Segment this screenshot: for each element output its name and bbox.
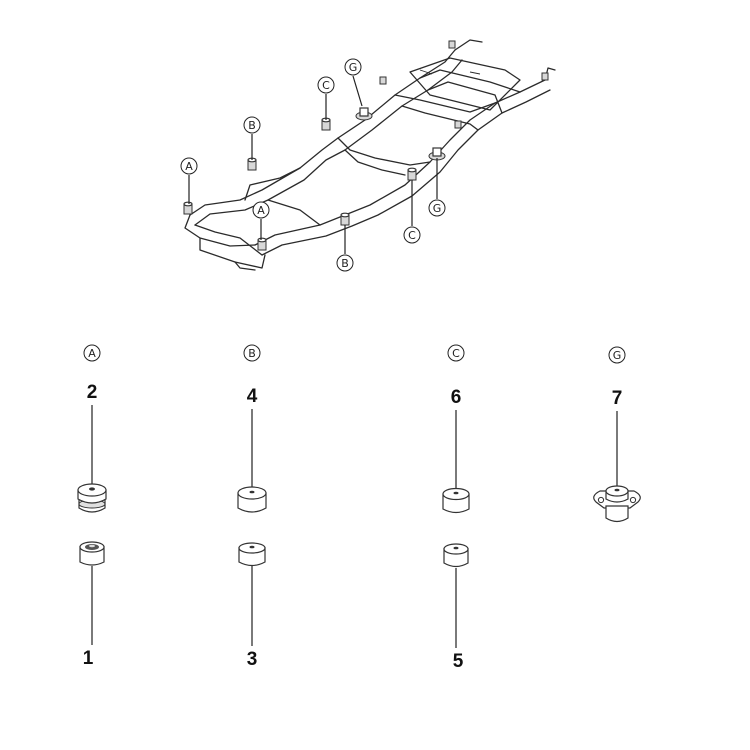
part-3-insulator-lower: [238, 542, 266, 567]
group-letter-circle: [608, 346, 626, 364]
part-1-insulator-lower: [79, 541, 105, 566]
part-number-1: 1: [83, 648, 94, 669]
callout-a-2: A: [252, 201, 270, 240]
callout-g-2: G: [428, 158, 446, 217]
callout-letter: C: [322, 79, 330, 92]
group-letter-circle: [83, 344, 101, 362]
group-letter-circle: [447, 344, 465, 362]
group-letter-circle: [243, 344, 261, 362]
callout-g-1: G: [344, 58, 363, 107]
callout-a-1: A: [180, 157, 198, 204]
frame-mounts: [183, 40, 549, 251]
group-a: A 2 1: [77, 344, 107, 669]
frame-mount-g-left: [355, 107, 373, 121]
callout-c-2: C: [403, 180, 421, 244]
callout-letter: B: [248, 119, 256, 132]
part-number-7: 7: [612, 388, 623, 409]
group-letter: A: [88, 347, 96, 360]
callout-letter: A: [257, 204, 265, 217]
group-letter: B: [248, 347, 256, 360]
frame-mount-a-rear: [257, 237, 267, 251]
frame-mount-rear-right: [454, 120, 462, 129]
frame-mount-bumper-left: [448, 40, 456, 49]
callout-letter: A: [185, 160, 193, 173]
group-letter: G: [613, 349, 622, 362]
part-number-3: 3: [247, 649, 258, 670]
part-5-insulator-lower: [443, 543, 469, 568]
part-number-5: 5: [453, 651, 464, 672]
callout-c-1: C: [317, 76, 335, 120]
part-number-6: 6: [451, 387, 462, 408]
chassis-frame-drawing: [184, 39, 556, 271]
callout-letter: G: [349, 61, 358, 74]
frame-mount-bumper-right: [541, 72, 549, 81]
callout-b-2: B: [336, 225, 354, 272]
frame-mount-a-front: [183, 201, 193, 215]
callout-letter: B: [341, 257, 349, 270]
frame-mount-b-right: [340, 212, 350, 226]
overview-callouts: A A B B C C: [180, 58, 446, 272]
frame-mount-rear-left: [379, 76, 387, 85]
group-g: G 7: [593, 346, 641, 523]
part-4-insulator-upper: [237, 486, 267, 513]
part-number-4: 4: [247, 386, 258, 407]
group-letter: C: [452, 347, 460, 360]
part-number-2: 2: [87, 382, 98, 403]
group-b: B 4 3: [237, 344, 267, 670]
group-c: C 6 5: [442, 344, 470, 672]
part-7-engine-mount: [593, 485, 641, 523]
callout-letter: C: [408, 229, 416, 242]
part-6-insulator-upper: [442, 487, 470, 514]
frame-mount-c-right: [407, 167, 417, 181]
part-2-insulator-upper: [77, 483, 107, 513]
callout-b-1: B: [243, 116, 261, 160]
callout-letter: G: [433, 202, 442, 215]
